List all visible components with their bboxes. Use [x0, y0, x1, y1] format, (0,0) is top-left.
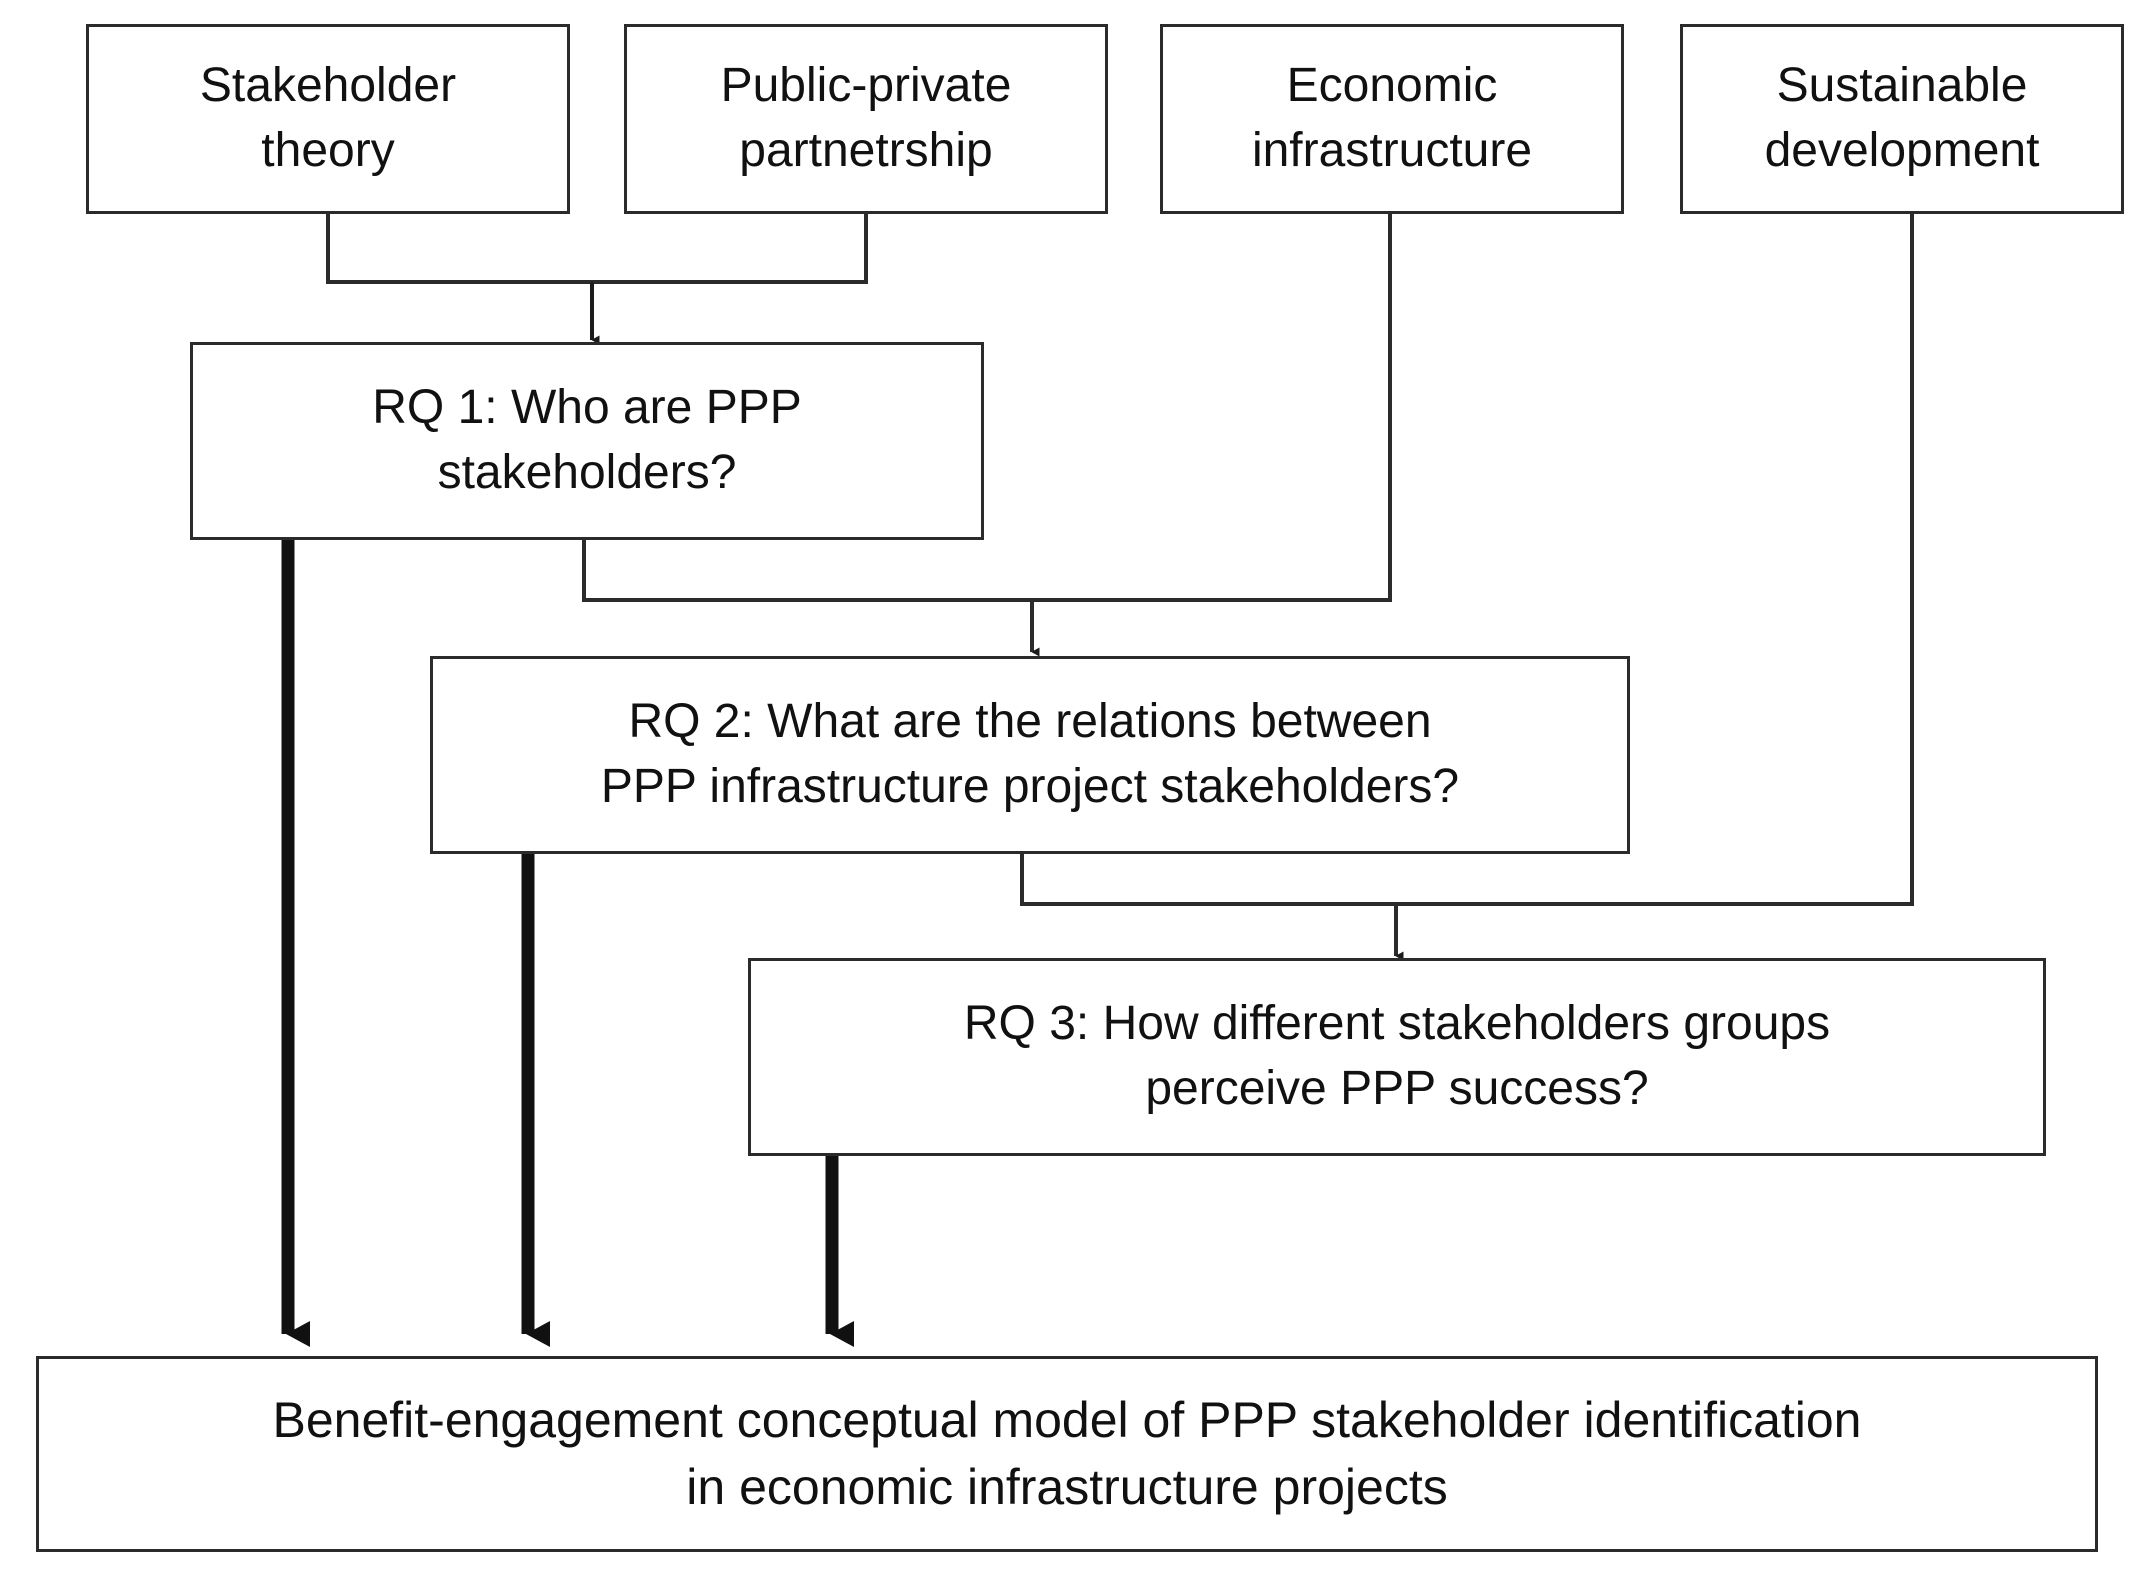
edge-rq1-to-rq2	[582, 540, 1040, 657]
edge-ppp-to-rq1	[592, 213, 868, 284]
node-outcome-label: Benefit-engagement conceptual model of P…	[272, 1391, 1862, 1516]
edge-rq2-to-rq3	[1020, 854, 1404, 961]
edge-stakeholder-theory-to-rq1	[326, 213, 592, 284]
edge-economic-infrastructure-to-rq2	[1032, 213, 1392, 602]
node-outcome[interactable]: Benefit-engagement conceptual model of P…	[36, 1356, 2098, 1552]
